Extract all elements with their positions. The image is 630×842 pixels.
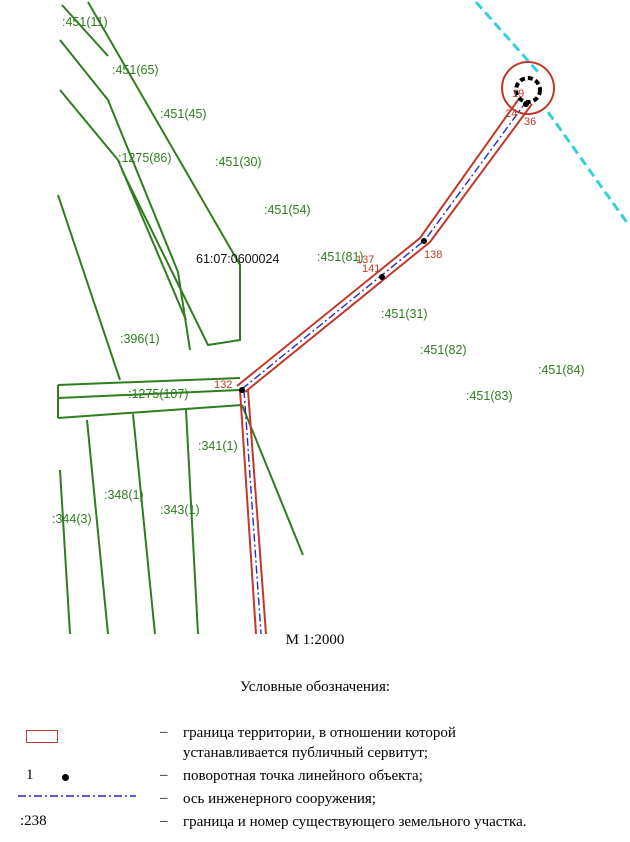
- cadastral-map: :451(11) :451(65) :451(45) :1275(86) :45…: [52, 1, 630, 634]
- legend-dash: –: [160, 790, 168, 806]
- parcel-label: :348(1): [104, 488, 144, 502]
- parcel-label: :451(11): [62, 15, 108, 29]
- parcel-label: :451(82): [420, 343, 467, 357]
- parcel-label: :451(81): [317, 250, 364, 264]
- point-label: 19: [512, 88, 524, 100]
- cyan-boundary-line: [474, 1, 630, 225]
- legend-text: устанавливается публичный сервитут;: [183, 745, 429, 761]
- servitude-rectangle-symbol: [26, 730, 58, 743]
- parcel-labels: :451(11) :451(65) :451(45) :1275(86) :45…: [52, 15, 585, 526]
- legend-text: ось инженерного сооружения;: [183, 791, 376, 807]
- parcel-label: :341(1): [198, 439, 238, 453]
- parcel-boundaries: [57, 1, 304, 634]
- legend-item-axis: – ось инженерного сооружения;: [0, 790, 630, 810]
- turning-point-number: 1: [26, 767, 34, 783]
- parcel-label: :451(45): [160, 107, 207, 121]
- engineering-axis: [241, 101, 527, 634]
- legend-item-turning-point: 1 – поворотная точка линейного объекта;: [0, 767, 630, 787]
- point-label: 138: [424, 249, 442, 261]
- point-label: 141: [362, 263, 380, 275]
- turning-point-labels: 132 137 141 138 19 24 36: [214, 88, 536, 391]
- parcel-label: :451(31): [381, 307, 428, 321]
- turning-point: [523, 101, 529, 107]
- legend-title: Условные обозначения:: [239, 679, 391, 695]
- legend-item-servitude: – граница территории, в отношении которо…: [0, 724, 630, 764]
- parcel-label: :451(84): [538, 363, 585, 377]
- turning-point: [421, 238, 427, 244]
- legend-text: поворотная точка линейного объекта;: [183, 768, 423, 784]
- turning-point: [379, 274, 385, 280]
- axis-line-symbol: [18, 795, 136, 797]
- legend-text: граница территории, в отношении которой: [183, 725, 456, 741]
- point-label: 132: [214, 379, 232, 391]
- legend-dash: –: [160, 724, 168, 740]
- legend-item-parcel: :238 – граница и номер существующего зем…: [0, 813, 630, 833]
- parcel-label: :1275(86): [118, 151, 172, 165]
- point-label: 36: [524, 116, 536, 128]
- legend-dash: –: [160, 767, 168, 783]
- turning-point-dot-symbol: [62, 774, 69, 781]
- parcel-label: :451(83): [466, 389, 513, 403]
- cadastral-quarter-label: 61:07:0600024: [196, 252, 279, 266]
- turning-points: [239, 101, 529, 393]
- parcel-label: :451(30): [215, 155, 262, 169]
- parcel-code-symbol: :238: [20, 813, 47, 829]
- map-scale: М 1:2000: [285, 632, 345, 648]
- legend-dash: –: [160, 813, 168, 829]
- legend-text: граница и номер существующего земельного…: [183, 814, 527, 830]
- parcel-label: :451(54): [264, 203, 311, 217]
- parcel-label: :396(1): [120, 332, 160, 346]
- point-label: 24: [505, 108, 517, 120]
- turning-point: [239, 387, 245, 393]
- parcel-label: :451(65): [112, 63, 159, 77]
- parcel-label: :343(1): [160, 503, 200, 517]
- parcel-label: :1275(107): [128, 387, 188, 401]
- servitude-boundary: [236, 61, 555, 634]
- parcel-label: :344(3): [52, 512, 92, 526]
- point-label: 137: [356, 254, 374, 266]
